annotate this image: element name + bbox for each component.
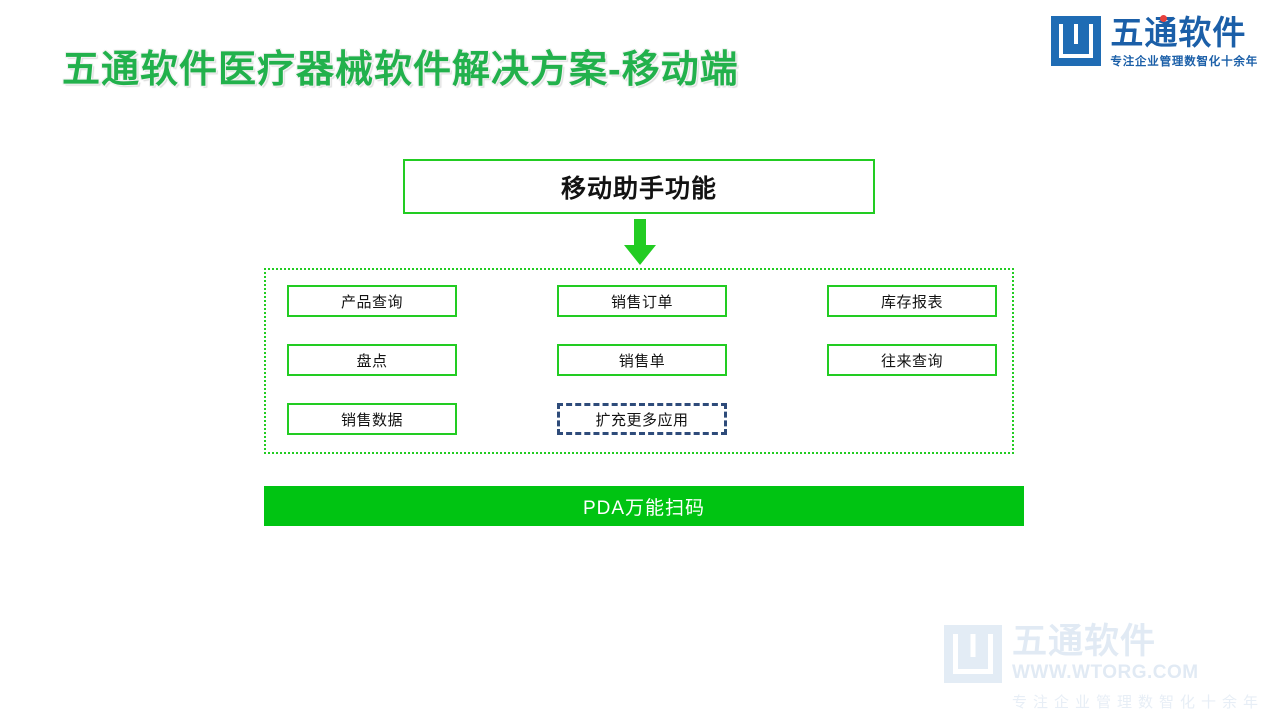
app-chip-label: 销售订单 — [610, 293, 673, 311]
app-cell: 库存报表 — [827, 285, 997, 317]
wutong-square-logo-icon — [1051, 16, 1102, 66]
watermark-tagline: 专注企业管理数智化十余年 — [1011, 694, 1264, 711]
app-cell: 扩充更多应用 — [557, 403, 727, 435]
app-chip-empty — [827, 403, 997, 435]
app-chip-transaction-query[interactable]: 往来查询 — [827, 344, 997, 376]
brand-name-label: 五通软件 — [1110, 14, 1247, 51]
app-cell-placeholder — [827, 403, 997, 435]
app-cell: 盘点 — [287, 344, 457, 376]
watermark-text-block: 五通软件 WWW.WTORG.COM — [1012, 624, 1199, 684]
pda-scan-bar[interactable]: PDA万能扫码 — [264, 486, 1024, 526]
app-chip-product-query[interactable]: 产品查询 — [287, 285, 457, 317]
diagram-header-label: 移动助手功能 — [560, 174, 717, 203]
app-chip-sales-bill[interactable]: 销售单 — [557, 344, 727, 376]
app-grid: 产品查询 销售订单 库存报表 盘点 销售单 — [287, 285, 997, 435]
app-cell: 销售数据 — [287, 403, 457, 435]
watermark: 五通软件 WWW.WTORG.COM 专注企业管理数智化十余年 — [944, 624, 1264, 712]
page-title: 五通软件医疗器械软件解决方案-移动端 — [62, 49, 739, 91]
watermark-brand-name: 五通软件 — [1012, 622, 1157, 661]
app-cell: 往来查询 — [827, 344, 997, 376]
app-chip-sales-order[interactable]: 销售订单 — [557, 285, 727, 317]
app-chip-label: 扩充更多应用 — [595, 411, 689, 429]
app-row: 产品查询 销售订单 库存报表 — [287, 285, 997, 317]
diagram-header-box: 移动助手功能 — [403, 159, 875, 214]
app-chip-label: 往来查询 — [880, 352, 943, 370]
app-chip-label: 销售单 — [618, 352, 666, 370]
app-chip-extend-more-apps[interactable]: 扩充更多应用 — [557, 403, 727, 435]
app-chip-stocktaking[interactable]: 盘点 — [287, 344, 457, 376]
app-chip-label: 产品查询 — [340, 293, 403, 311]
app-cell: 销售订单 — [557, 285, 727, 317]
app-row: 销售数据 扩充更多应用 — [287, 403, 997, 435]
app-chip-inventory-report[interactable]: 库存报表 — [827, 285, 997, 317]
app-chip-label: 盘点 — [356, 352, 388, 370]
brand-name: 五通软件 — [1110, 14, 1247, 51]
wutong-square-logo-watermark-icon — [944, 625, 1002, 683]
pda-scan-bar-label: PDA万能扫码 — [582, 497, 706, 519]
app-chip-label: 销售数据 — [340, 411, 403, 429]
watermark-row: 五通软件 WWW.WTORG.COM — [944, 624, 1264, 684]
brand-text-block: 五通软件 专注企业管理数智化十余年 — [1110, 14, 1258, 69]
app-group-container: 产品查询 销售订单 库存报表 盘点 销售单 — [264, 268, 1014, 454]
app-cell: 销售单 — [557, 344, 727, 376]
app-cell: 产品查询 — [287, 285, 457, 317]
app-chip-label: 库存报表 — [880, 293, 943, 311]
watermark-url: WWW.WTORG.COM — [1012, 662, 1199, 683]
brand-logo: 五通软件 专注企业管理数智化十余年 — [1051, 14, 1258, 69]
brand-accent-dot-icon — [1160, 15, 1168, 22]
brand-tagline: 专注企业管理数智化十余年 — [1110, 55, 1258, 68]
arrow-down-icon — [620, 219, 660, 267]
app-chip-sales-data[interactable]: 销售数据 — [287, 403, 457, 435]
app-row: 盘点 销售单 往来查询 — [287, 344, 997, 376]
